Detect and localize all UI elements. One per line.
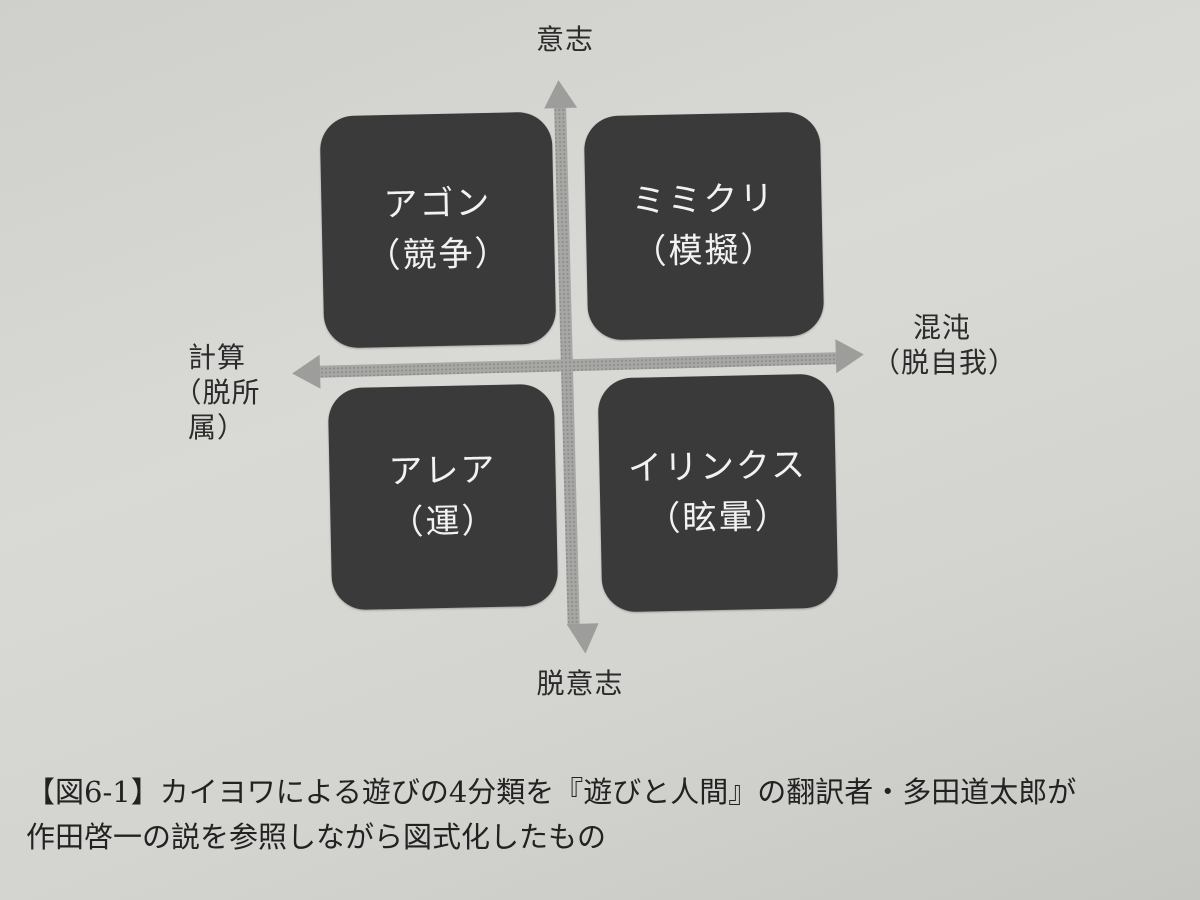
figure-caption: 【図6-1】カイヨワによる遊びの4分類を『遊びと人間』の翻訳者・多田道太郎が 作… (26, 770, 1186, 860)
caption-line-1: 【図6-1】カイヨワによる遊びの4分類を『遊びと人間』の翻訳者・多田道太郎が (26, 775, 1077, 809)
quadrant-meaning: （模擬） (632, 229, 777, 273)
axis-label-right-line2: （脱自我） (872, 346, 1018, 379)
quadrant-name: アレア (388, 449, 497, 493)
quadrant-alea: アレア （運） (327, 383, 559, 611)
axis-label-bottom: 脱意志 (536, 667, 624, 700)
axis-label-right: 混沌 （脱自我） (872, 310, 1018, 380)
axis-label-left-line2: （脱所属） (173, 376, 261, 444)
quadrant-name: アゴン (383, 182, 492, 226)
quadrant-name: イリンクス (627, 445, 808, 489)
axis-label-right-line1: 混沌 (912, 311, 971, 344)
quadrant-ilinx: イリンクス （眩暈） (597, 373, 839, 613)
horizontal-axis-arrow (292, 339, 864, 389)
quadrant-meaning: （眩暈） (646, 496, 791, 540)
quadrant-mimicry: ミミクリ （模擬） (583, 111, 825, 341)
quadrant-meaning: （競争） (366, 233, 511, 277)
quadrant-name: ミミクリ (631, 178, 776, 222)
axis-label-left: 計算 （脱所属） (152, 340, 282, 445)
axis-label-top: 意志 (535, 23, 594, 56)
quadrant-agon: アゴン （競争） (319, 111, 557, 349)
caption-line-2: 作田啓一の説を参照しながら図式化したもの (26, 819, 607, 854)
quadrant-meaning: （運） (389, 500, 498, 544)
axis-label-left-line1: 計算 (187, 341, 246, 374)
